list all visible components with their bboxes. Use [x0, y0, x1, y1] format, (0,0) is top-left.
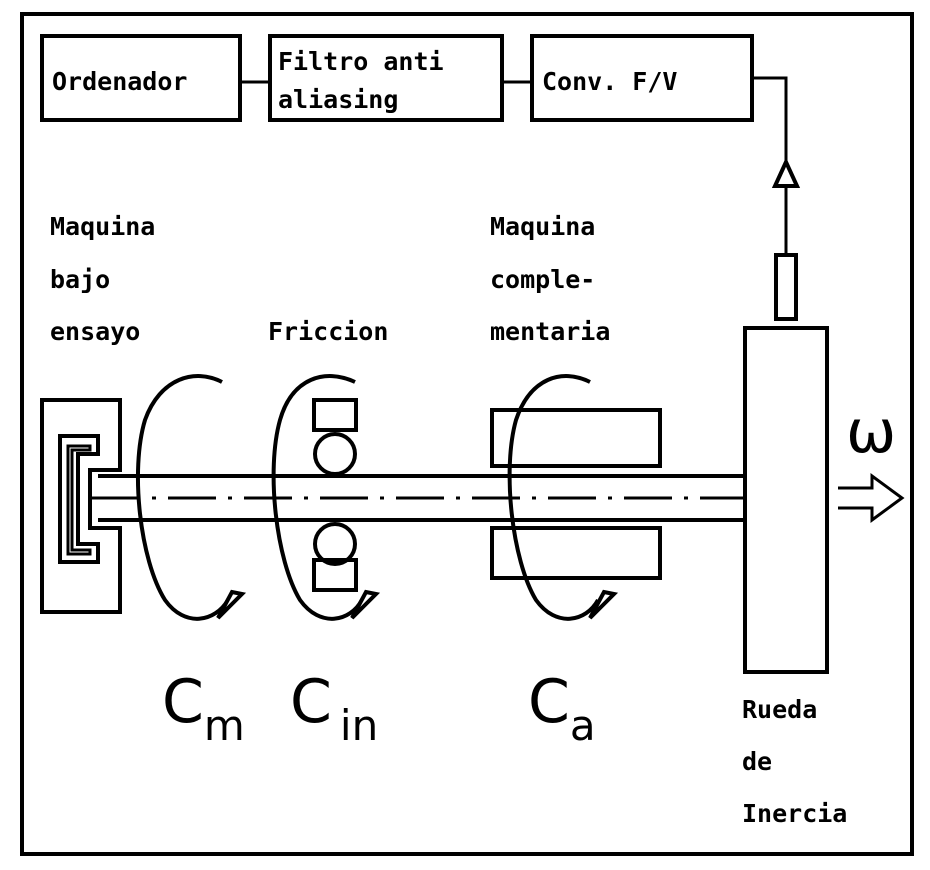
torque-arrow-ca [507, 374, 619, 621]
machine-under-test-line2: bajo [50, 265, 110, 294]
torque-cm: Cm [162, 667, 245, 750]
sensor-signal-line [752, 76, 788, 255]
machine-under-test-line3: ensayo [50, 317, 140, 346]
inertia-wheel [743, 326, 829, 674]
filter-label-line2: aliasing [278, 85, 398, 114]
complementary-machine-line1: Maquina [490, 212, 595, 241]
inertia-wheel-line2: de [742, 747, 772, 776]
complementary-machine-line2: comple- [490, 265, 595, 294]
bearing-block-top [312, 398, 358, 432]
signal-arrowhead [771, 157, 801, 188]
machine-under-test-label: Maquina bajo ensayo [50, 212, 155, 346]
complementary-machine-line3: mentaria [490, 317, 610, 346]
torque-ca-subscript: a [570, 701, 596, 750]
torque-ca: Ca [528, 667, 596, 750]
bearing-block-bottom [312, 558, 358, 592]
bearing-roller-top [313, 432, 357, 476]
inertia-wheel-label: Rueda de Inercia [742, 695, 847, 828]
machine-rotor [58, 434, 100, 564]
computer-block [40, 34, 242, 122]
computer-label: Ordenador [52, 67, 187, 96]
torque-cm-symbol: C [162, 667, 204, 737]
torque-ca-symbol: C [528, 667, 570, 737]
inertia-wheel-line1: Rueda [742, 695, 817, 724]
outer-frame [20, 12, 914, 856]
torque-cin-symbol: C [290, 667, 332, 737]
inertia-wheel-line3: Inercia [742, 799, 847, 828]
filter-label-line1: Filtro anti [278, 47, 444, 76]
omega-label: ω [846, 397, 896, 467]
torque-cm-subscript: m [204, 701, 245, 750]
converter-label: Conv. F/V [542, 67, 677, 96]
complementary-block-bottom [490, 526, 662, 580]
complementary-block-top [490, 408, 662, 468]
output-arrow [838, 473, 905, 523]
filter-block [268, 34, 504, 122]
speed-sensor [774, 253, 798, 321]
complementary-machine-label: Maquina comple- mentaria [490, 212, 610, 346]
torque-arrow-cin [271, 374, 381, 621]
machine-housing [40, 398, 122, 614]
machine-rotor-inner [66, 444, 92, 556]
friction-label: Friccion [268, 317, 388, 346]
machine-under-test-line1: Maquina [50, 212, 155, 241]
bearing-roller-bottom [313, 522, 357, 566]
torque-arrow-cm [136, 374, 247, 621]
torque-cin-subscript: in [340, 701, 378, 750]
